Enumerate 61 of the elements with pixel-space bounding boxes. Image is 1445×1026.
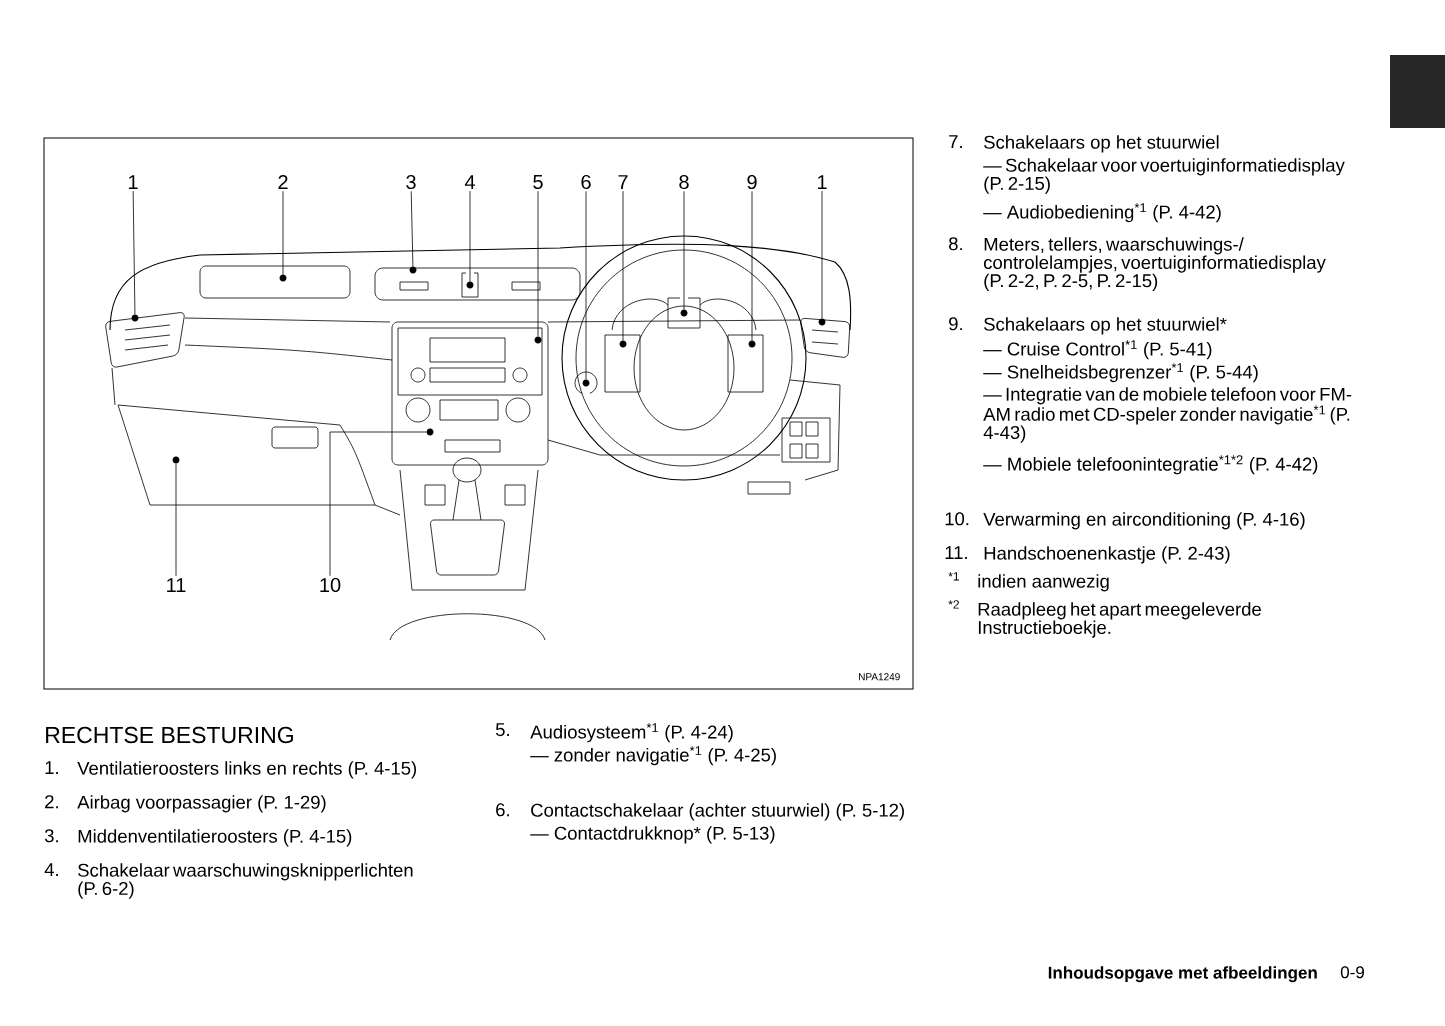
list-item: — Contactdrukknop* (P. 5-13): [530, 826, 775, 844]
callout-number: 4: [464, 175, 475, 189]
list-item: Ventilatieroosters links en rechts (P. 4-15): [77, 761, 417, 779]
list-item: — Snelheidsbegrenzer$^{*1}$ (P. 5-44): [983, 363, 1258, 383]
list-item: — Schakelaar voor voertuiginformatiedisplay (P. 2-15): [983, 158, 1345, 194]
page-number: 0-9: [1340, 966, 1364, 979]
list-number: 11.: [945, 546, 967, 559]
footnote-text: indien aanwezig: [978, 574, 1109, 592]
list-item: — Mobiele telefoonintegratie$^{*1*2}$ (P. 4-42): [983, 455, 1318, 475]
footer-title: Inhoudsopgave met afbeeldingen: [1048, 966, 1317, 983]
list-number: 3.: [44, 829, 58, 843]
callout-number: 8: [679, 174, 689, 190]
leader-line: [175, 463, 177, 577]
list-number: 8.: [949, 237, 962, 251]
footnote-text: Raadpleeg het apart meegeleverde Instructieboekje.: [978, 602, 1261, 638]
list-number: 5.: [495, 723, 509, 737]
leader-line: [132, 190, 136, 315]
list-item: Schakelaar waarschuwingsknipperlichten (P. 6-2): [78, 863, 413, 899]
callout-number: 6: [581, 174, 591, 190]
list-item: Verwarming en airconditioning (P. 4-16): [983, 512, 1305, 530]
list-number: 2.: [45, 795, 58, 809]
leader-line: [410, 190, 414, 267]
list-item: Contactschakelaar (achter stuurwiel) (P. 5-12): [531, 803, 904, 821]
section-heading: RECHTSE BESTURING: [46, 726, 293, 744]
callout-number: 9: [747, 174, 757, 190]
list-number: 9.: [949, 317, 962, 331]
list-number: 1.: [45, 761, 58, 774]
leader-line: [469, 190, 471, 282]
callout-number: 1: [817, 175, 827, 189]
leader-line: [622, 190, 624, 341]
list-item: Schakelaars op het stuurwiel*: [984, 317, 1227, 335]
list-item: — zonder navigatie$^{*1}$ (P. 4-25): [530, 746, 776, 766]
list-item: Audiosysteem$^{*1}$ (P. 4-24): [530, 723, 733, 743]
list-item: Handschoenenkastje (P. 2-43): [984, 546, 1230, 564]
list-item: Middenventilatieroosters (P. 4-15): [78, 829, 352, 847]
list-item: — Integratie van de mobiele telefoon voor FM-AM radio met CD-speler zonder navigatie$^{*1}$ (P. 4-43): [983, 387, 1352, 443]
list-number: 10.: [945, 512, 969, 526]
list-item: Schakelaars op het stuurwiel: [984, 135, 1219, 153]
footnote-mark: *2: [948, 600, 959, 609]
list-number: 6.: [496, 803, 509, 817]
leader-line: [821, 190, 823, 319]
list-item: Airbag voorpassagier (P. 1-29): [77, 795, 326, 813]
callout-number: 1: [128, 175, 138, 189]
list-item: — Audiobediening$^{*1}$ (P. 4-42): [983, 203, 1221, 223]
leader-line: [537, 190, 539, 337]
footnote-mark: *1: [948, 572, 959, 581]
leader-line: [585, 190, 587, 380]
list-number: 4.: [44, 863, 58, 876]
callout-number: 2: [278, 175, 288, 189]
callout-number: 3: [406, 174, 416, 190]
leader-line: [282, 190, 284, 275]
leader-line: [751, 190, 753, 341]
list-item: Meters, tellers, waarschuwings-/ controlelampjes, voertuiginformatiedisplay (P. 2-2, P. 2-5, P. 2-15): [984, 237, 1326, 291]
callout-number: 5: [533, 175, 543, 189]
callout-number: 11: [167, 578, 186, 592]
list-number: 7.: [949, 135, 962, 148]
list-item: — Cruise Control$^{*1}$ (P. 5-41): [983, 340, 1212, 360]
leader-line: [683, 190, 685, 310]
figure-code: NPA1249: [859, 673, 900, 681]
callout-number: 7: [618, 175, 628, 189]
callout-number: 10: [320, 577, 341, 593]
